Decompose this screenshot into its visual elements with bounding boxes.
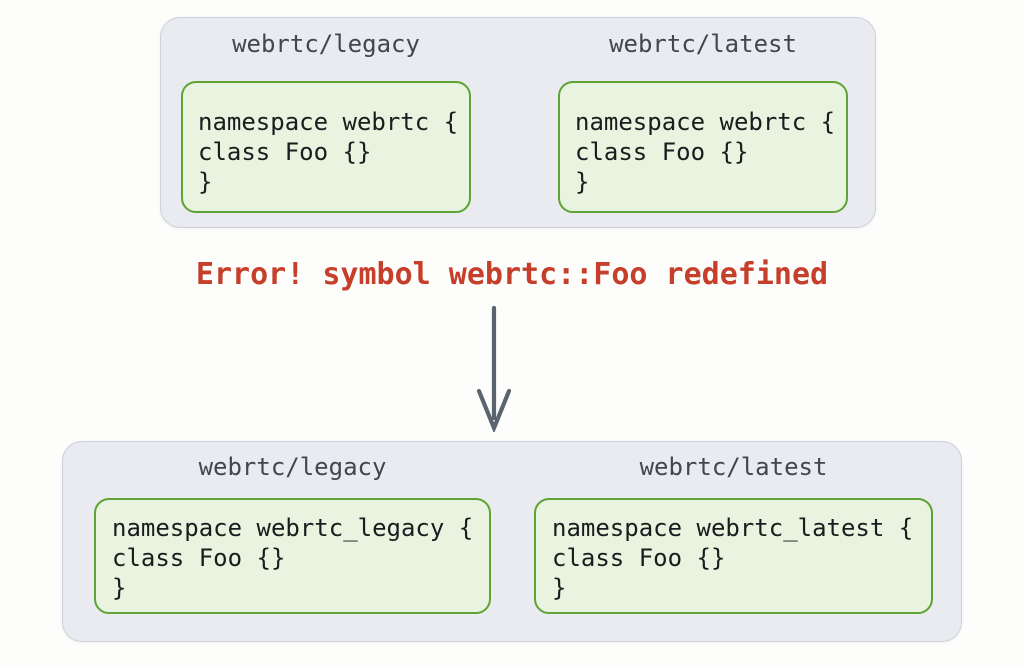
package-label-latest: webrtc/latest	[639, 453, 828, 481]
code-box-legacy-renamed: namespace webrtc_legacy { class Foo {} }	[94, 498, 491, 614]
package-label-latest: webrtc/latest	[609, 30, 797, 58]
code-line: namespace webrtc {	[198, 108, 459, 136]
code-line: }	[198, 168, 213, 196]
code-line: class Foo {}	[575, 138, 749, 166]
before-panel: webrtc/legacy webrtc/latest namespace we…	[160, 17, 876, 228]
code-line: namespace webrtc {	[575, 108, 836, 136]
code-box-latest: namespace webrtc { class Foo {} }	[558, 81, 848, 213]
code-line: class Foo {}	[112, 544, 286, 572]
code-line: }	[575, 168, 590, 196]
package-label-legacy: webrtc/legacy	[198, 453, 387, 481]
code-line: }	[552, 574, 567, 602]
code-line: class Foo {}	[552, 544, 726, 572]
error-message: Error! symbol webrtc::Foo redefined	[195, 257, 829, 292]
code-line: namespace webrtc_latest {	[552, 514, 914, 542]
code-line: namespace webrtc_legacy {	[112, 514, 474, 542]
after-panel: webrtc/legacy webrtc/latest namespace we…	[62, 441, 962, 642]
arrow-down-icon	[476, 305, 512, 432]
code-box-legacy: namespace webrtc { class Foo {} }	[181, 81, 471, 213]
code-line: }	[112, 574, 127, 602]
package-label-legacy: webrtc/legacy	[232, 30, 420, 58]
code-box-latest-renamed: namespace webrtc_latest { class Foo {} }	[534, 498, 933, 614]
code-line: class Foo {}	[198, 138, 372, 166]
